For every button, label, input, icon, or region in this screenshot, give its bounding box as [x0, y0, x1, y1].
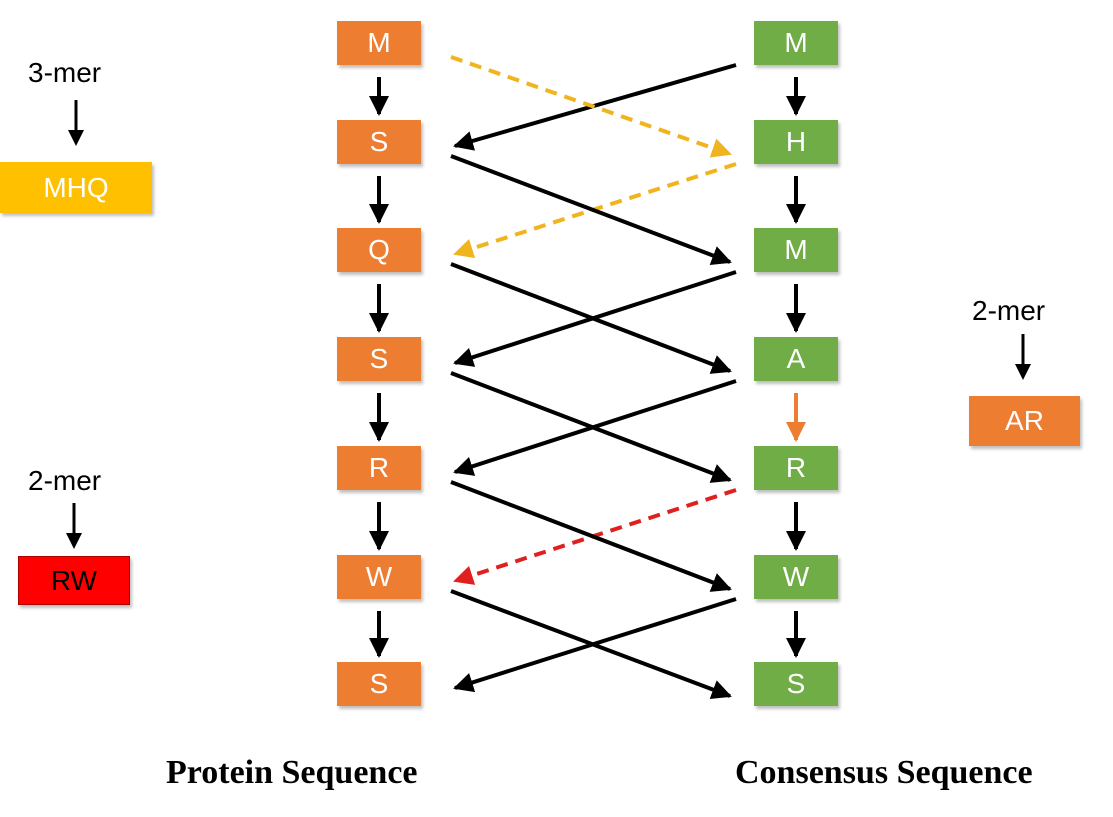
alignment-arrow — [450, 154, 732, 265]
consensus-residue-4: A — [754, 337, 838, 381]
consensus-residue-3: M — [754, 228, 838, 272]
down-arrow-icon — [66, 503, 82, 549]
protein-residue-4: S — [337, 337, 421, 381]
alignment-arrow — [453, 63, 737, 151]
alignment-arrow — [450, 589, 732, 700]
down-arrow-icon — [68, 100, 84, 146]
sequence-step-arrows — [369, 77, 806, 658]
alignment-arrow — [450, 371, 732, 483]
left-2mer-label: 2-mer — [28, 465, 102, 496]
left-3mer-label: 3-mer — [28, 57, 102, 88]
protein-residue-5: R — [337, 446, 421, 490]
cross-alignment-arrows — [450, 55, 737, 700]
alignment-arrow — [450, 262, 732, 374]
consensus-residue-1: M — [754, 21, 838, 65]
protein-residue-3: Q — [337, 228, 421, 272]
consensus-sequence-title: Consensus Sequence — [735, 754, 1033, 791]
protein-residue-1: M — [337, 21, 421, 65]
protein-residue-7: S — [337, 662, 421, 706]
consensus-residue-7: S — [754, 662, 838, 706]
protein-sequence-title: Protein Sequence — [166, 754, 418, 791]
kmer-ar-box: AR — [969, 396, 1080, 446]
protein-residue-2: S — [337, 120, 421, 164]
kmer-rw-box: RW — [18, 556, 130, 605]
mismatch-arrow-yellow — [450, 55, 732, 158]
kmer-mhq-box: MHQ — [0, 162, 152, 213]
down-arrow-icon — [1015, 334, 1031, 380]
consensus-residue-2: H — [754, 120, 838, 164]
consensus-residue-5: R — [754, 446, 838, 490]
consensus-residue-6: W — [754, 555, 838, 599]
right-2mer-label: 2-mer — [972, 295, 1046, 326]
alignment-arrow — [450, 480, 732, 592]
protein-residue-6: W — [337, 555, 421, 599]
